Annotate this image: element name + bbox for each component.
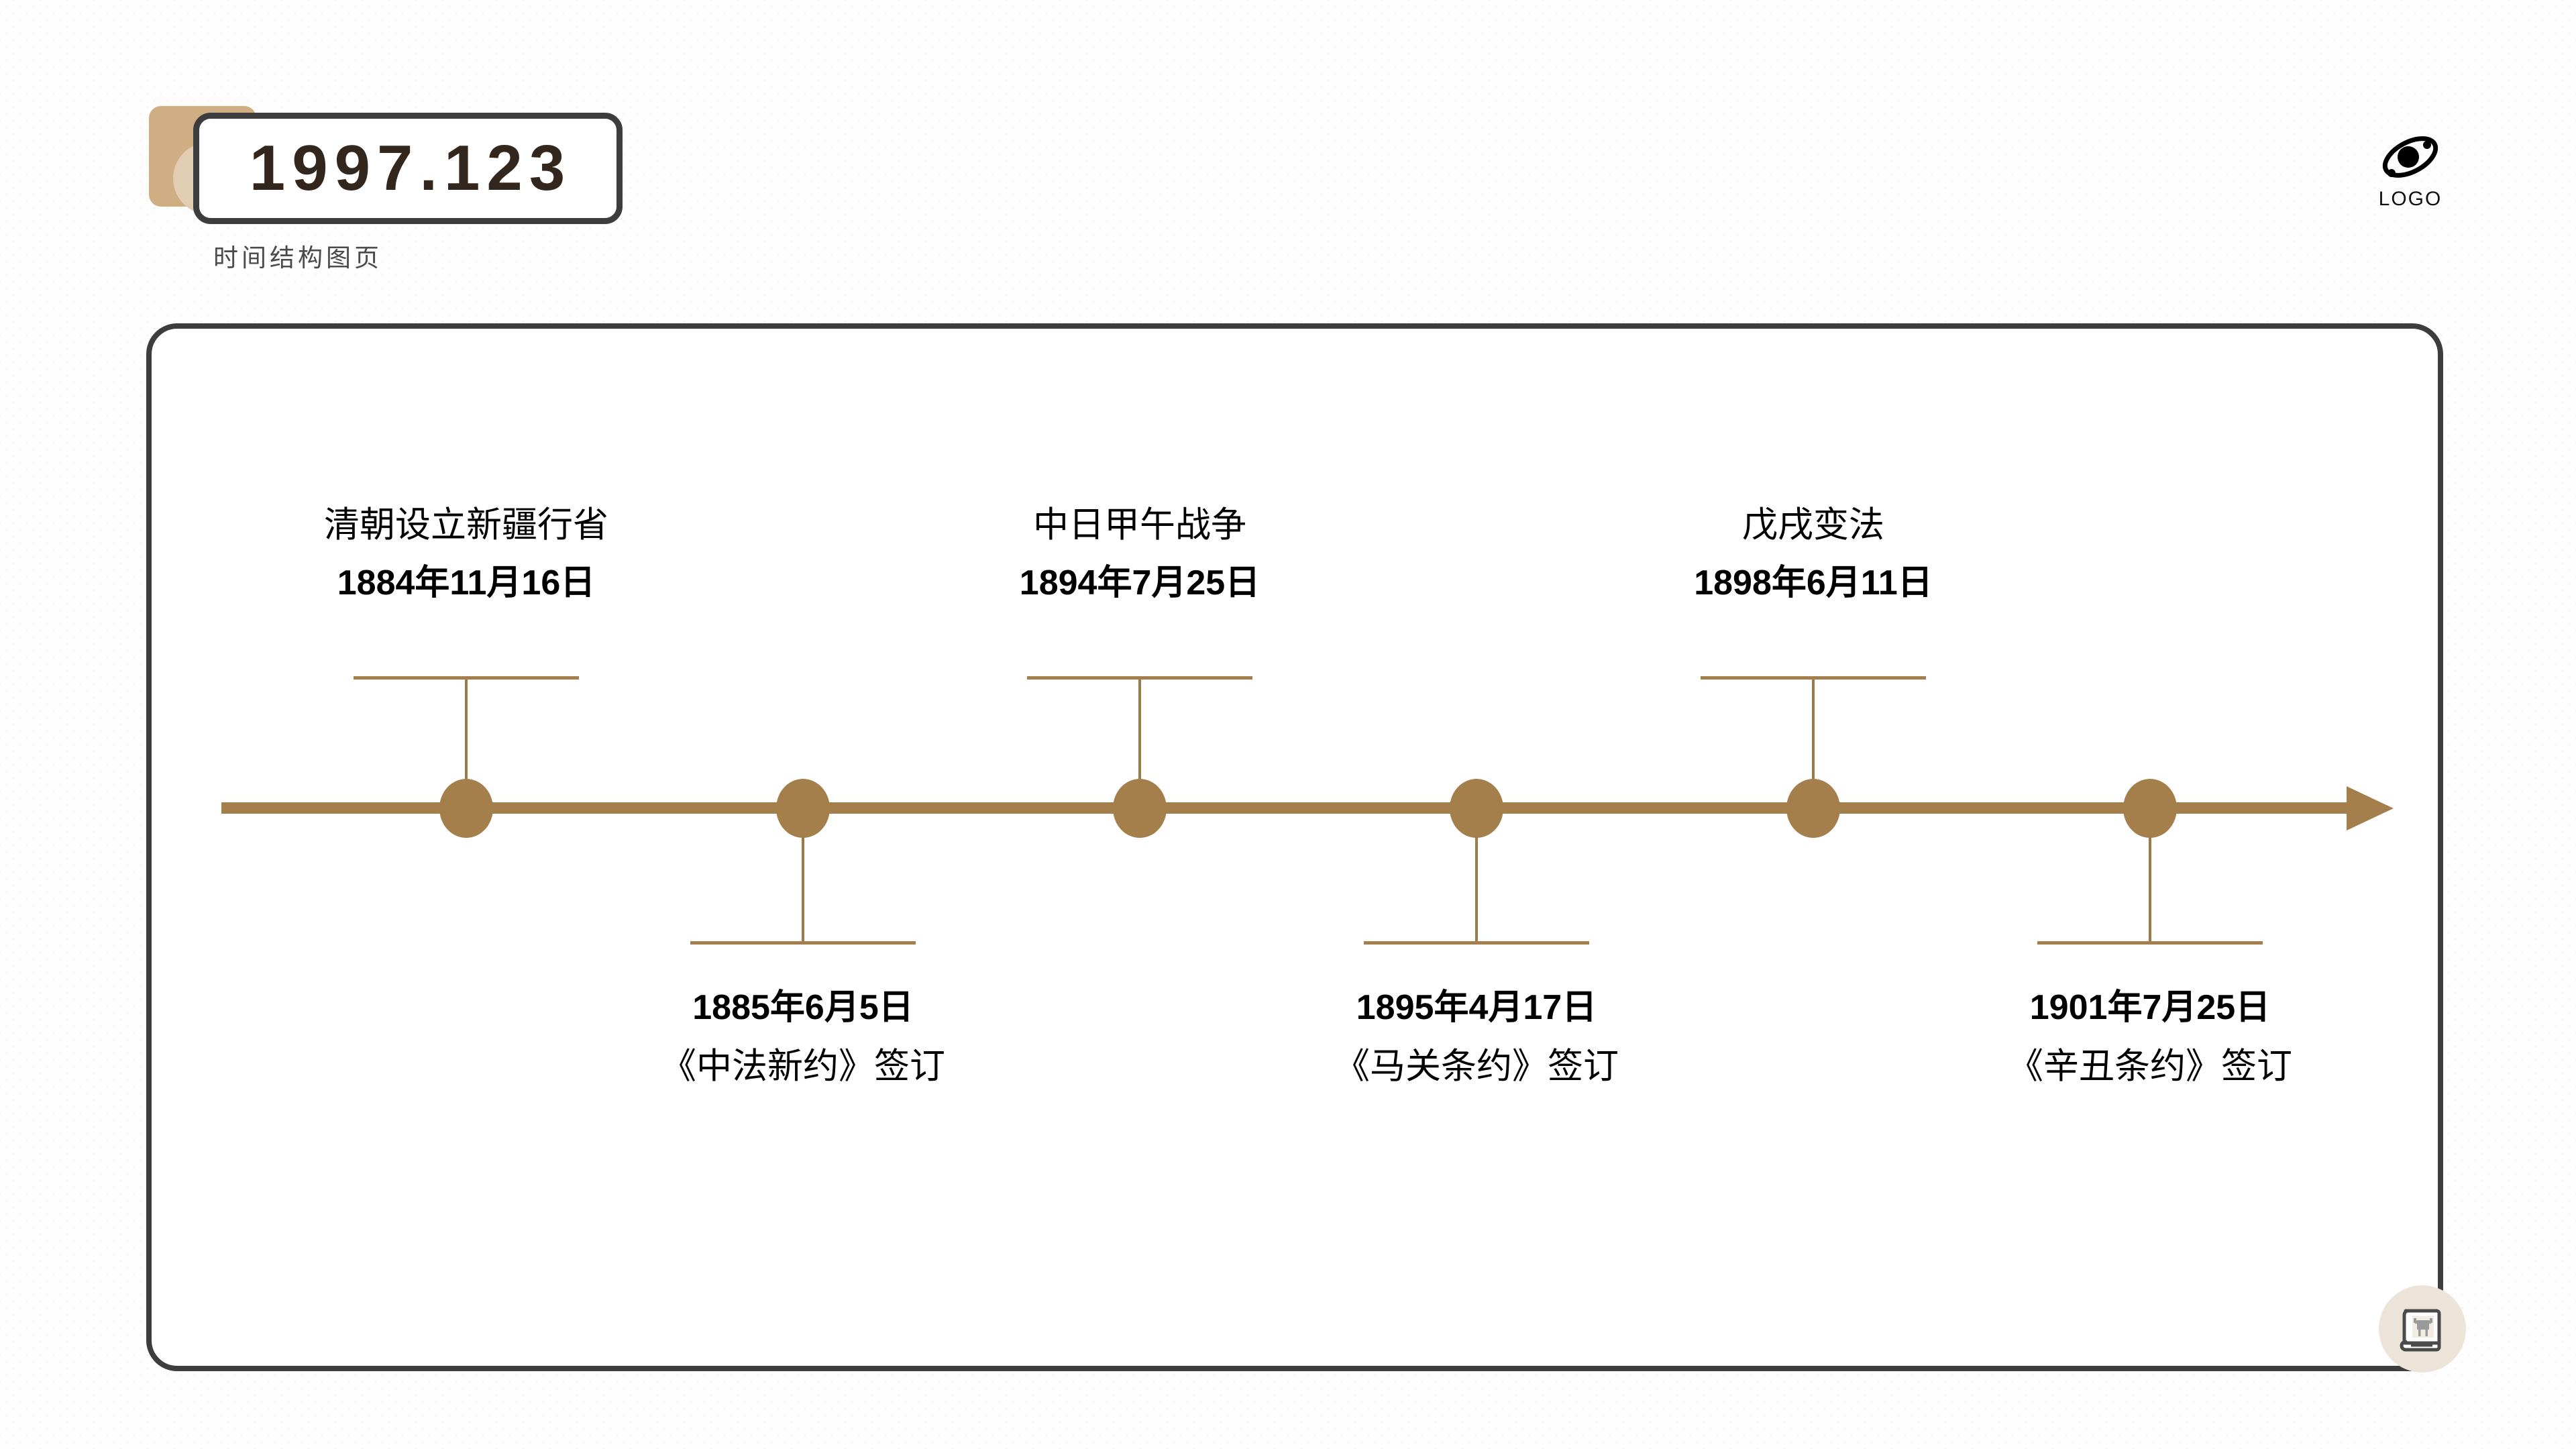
timeline-event-date: 1895年4月17日 xyxy=(1356,988,1597,1027)
timeline-connector xyxy=(1475,837,1478,943)
timeline-label-above: 中日甲午战争 1894年7月25日 xyxy=(1020,504,1260,604)
timeline-node[interactable] xyxy=(1113,779,1167,838)
timeline-event-name: 《马关条约》签订 xyxy=(1334,1046,1619,1087)
timeline-event-date: 1901年7月25日 xyxy=(2029,988,2271,1027)
timeline-cap-line xyxy=(1701,676,1926,680)
page-subtitle: 时间结构图页 xyxy=(213,244,382,272)
timeline-node[interactable] xyxy=(1450,779,1503,838)
timeline-event-date: 1898年6月11日 xyxy=(1694,563,1933,602)
timeline-label-below: 1895年4月17日《马关条约》签订 xyxy=(1334,987,1619,1088)
timeline-label-above: 戊戌变法 1898年6月11日 xyxy=(1694,504,1933,604)
timeline-connector xyxy=(802,837,804,943)
logo: LOGO xyxy=(2360,131,2461,211)
timeline-event-date: 1884年11月16日 xyxy=(337,563,596,602)
timeline-cap-line xyxy=(354,676,579,680)
timeline-event-name: 戊戌变法 xyxy=(1741,505,1884,545)
timeline-node[interactable] xyxy=(1786,779,1840,838)
history-book-icon xyxy=(2400,1309,2441,1352)
timeline-node[interactable] xyxy=(2123,779,2177,838)
timeline-event-name: 《中法新约》签订 xyxy=(661,1046,945,1087)
timeline-connector xyxy=(465,678,468,779)
timeline-node[interactable] xyxy=(776,779,830,838)
timeline-event-name: 中日甲午战争 xyxy=(1032,505,1246,545)
timeline-node[interactable] xyxy=(439,779,493,838)
timeline-axis xyxy=(221,802,2355,814)
timeline-event-name: 清朝设立新疆行省 xyxy=(324,505,608,545)
timeline-connector xyxy=(2149,837,2151,943)
timeline-cap-line xyxy=(2037,941,2263,945)
timeline-connector xyxy=(1812,678,1815,779)
title-badge: 1997.123 xyxy=(193,113,623,224)
timeline-label-below: 1885年6月5日《中法新约》签订 xyxy=(661,987,945,1088)
timeline-label-above: 清朝设立新疆行省 1884年11月16日 xyxy=(324,504,608,604)
logo-label: LOGO xyxy=(2378,188,2443,210)
timeline-cap-line xyxy=(1364,941,1589,945)
slide-header: 1997.123 时间结构图页 LOGO xyxy=(0,0,2576,335)
page-title: 1997.123 xyxy=(249,132,572,204)
timeline-axis-arrow-icon xyxy=(2347,786,2394,830)
timeline-label-below: 1901年7月25日《辛丑条约》签订 xyxy=(2008,987,2292,1088)
timeline-cap-line xyxy=(690,941,916,945)
timeline-event-date: 1885年6月5日 xyxy=(692,988,914,1027)
content-frame xyxy=(146,323,2443,1371)
timeline-connector xyxy=(1138,678,1141,779)
planet-orbit-icon xyxy=(2382,136,2438,178)
timeline-event-name: 《辛丑条约》签订 xyxy=(2008,1046,2292,1087)
timeline-cap-line xyxy=(1027,676,1252,680)
timeline-event-date: 1894年7月25日 xyxy=(1019,563,1260,602)
history-book-badge xyxy=(2379,1285,2466,1373)
